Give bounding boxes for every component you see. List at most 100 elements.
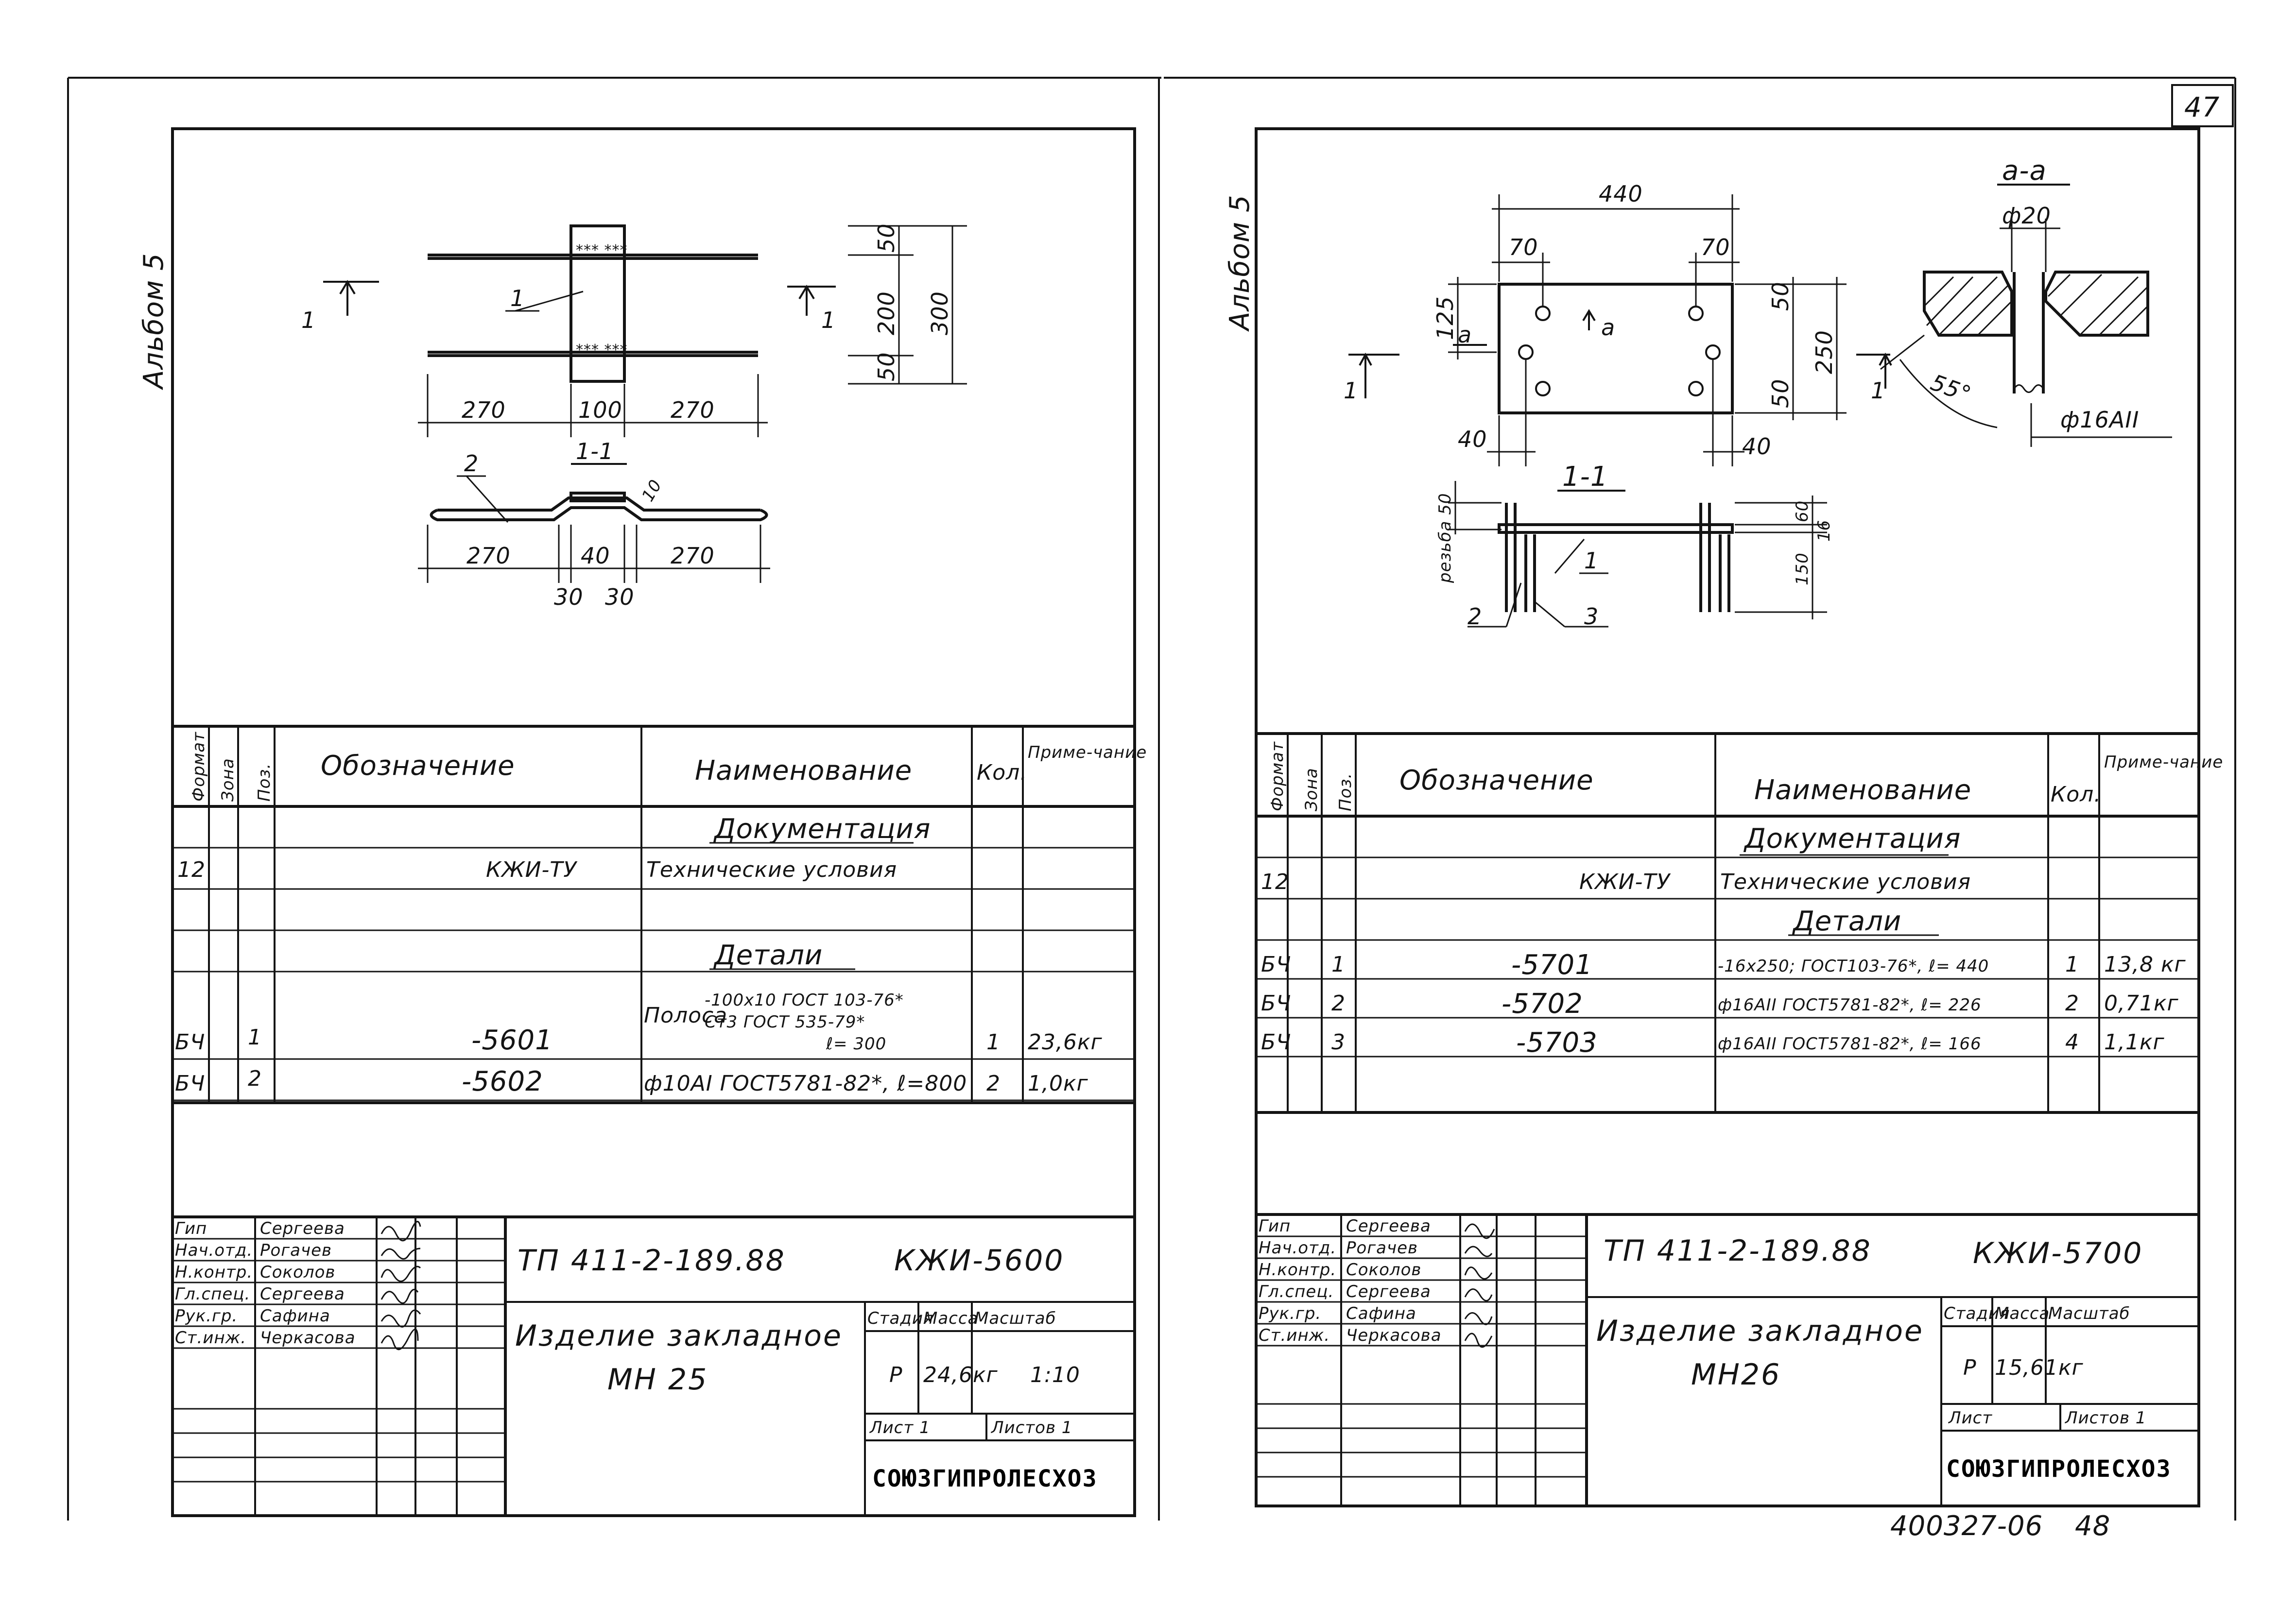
callout-3-r: 3 — [1584, 603, 1599, 630]
hdr-qty: Кол. — [977, 760, 1027, 785]
section-parts: Детали — [713, 940, 823, 971]
role-nach-otd: Нач.отд. — [175, 1241, 253, 1260]
row2-note: 1,0кг — [1028, 1071, 1088, 1096]
dim-phi20: ф20 — [2002, 203, 2051, 229]
section-mark-right: 1 — [821, 307, 836, 333]
section-docs: Документация — [713, 813, 931, 845]
sec-dim-40: 40 — [581, 543, 610, 569]
dim-50-bottom-r: 50 — [1767, 378, 1794, 408]
section-a-left: а — [1458, 322, 1472, 348]
r-stage-value: Р — [1963, 1355, 1977, 1380]
strip-plate — [570, 224, 626, 383]
r-row1-format: БЧ — [1261, 952, 1291, 977]
role-n-kontr: Н.контр. — [175, 1263, 253, 1282]
table-row: БЧ 2 -5702 ф16АII ГОСТ5781-82*, ℓ= 226 2… — [1261, 988, 2178, 1020]
row1-designation: -5601 — [471, 1025, 553, 1056]
name-0: Сергеева — [260, 1219, 345, 1238]
row1-format: БЧ — [175, 1030, 205, 1055]
callout-1: 1 — [510, 285, 525, 311]
r-name-5: Черкасова — [1346, 1326, 1442, 1345]
row1-pos: 1 — [248, 1025, 262, 1050]
r-row3-note: 1,1кг — [2104, 1030, 2165, 1055]
r-scale-label: Масштаб — [2048, 1304, 2130, 1323]
row2-pos: 2 — [248, 1066, 262, 1091]
doc-code: ТП 411-2-189.88 — [518, 1244, 786, 1278]
sheet-label: Лист 1 — [869, 1418, 931, 1437]
right-section-aa: а-а ф20 — [1880, 155, 2172, 447]
r-row3-designation: -5703 — [1516, 1027, 1598, 1059]
r-row3-name: ф16АII ГОСТ5781-82*, ℓ= 166 — [1718, 1034, 1982, 1054]
r-section-parts: Детали — [1792, 906, 1901, 937]
r-title-line2: МН26 — [1691, 1358, 1781, 1392]
svg-text:*** ***: *** *** — [576, 342, 628, 359]
scale-value: 1:10 — [1030, 1363, 1080, 1387]
dim-10: 10 — [638, 476, 666, 505]
table-row: БЧ 3 -5703 ф16АII ГОСТ5781-82*, ℓ= 166 4… — [1261, 1027, 2165, 1059]
dim-70-left: 70 — [1509, 234, 1538, 260]
outer-frame — [67, 77, 2236, 1521]
name-3: Сергеева — [260, 1284, 345, 1304]
r-title-line1: Изделие закладное — [1596, 1314, 1924, 1348]
dim-150: 150 — [1793, 552, 1812, 585]
role-gip: Гип — [175, 1219, 207, 1238]
name-5: Черкасова — [260, 1328, 356, 1348]
name-2: Соколов — [260, 1263, 335, 1282]
scale-label: Масштаб — [974, 1309, 1056, 1328]
row1-note: 23,6кг — [1028, 1030, 1103, 1055]
name-1: Рогачев — [260, 1241, 332, 1260]
sec-dim-30-b: 30 — [605, 584, 635, 610]
dim-60: 60 — [1793, 500, 1812, 522]
right-spec-table: Формат Зона Поз. Обозначение Наименовани… — [1256, 732, 2223, 1114]
r-row1-qty: 1 — [2065, 952, 2079, 977]
r-hdr-designation: Обозначение — [1399, 765, 1594, 796]
title-line1: Изделие закладное — [515, 1319, 843, 1353]
row2-qty: 2 — [986, 1071, 1001, 1096]
row1-name-line2: Ст3 ГОСТ 535-79* — [705, 1012, 865, 1032]
bar-label: ф16АII — [2060, 407, 2139, 433]
dim-50-top: 50 — [873, 223, 899, 253]
dim-50-top-r: 50 — [1767, 281, 1794, 311]
dim-125: 125 — [1432, 296, 1458, 340]
dim-270-right: 270 — [671, 397, 715, 423]
row1-name-line3: ℓ= 300 — [826, 1034, 886, 1054]
dim-40-right: 40 — [1742, 433, 1772, 460]
row2-designation: -5602 — [462, 1066, 543, 1097]
r-role-n-kontr: Н.контр. — [1259, 1260, 1336, 1280]
mass-value: 24,6кг — [923, 1363, 998, 1387]
r-role-st-inzh: Ст.инж. — [1259, 1326, 1330, 1345]
r-hdr-zone: Зона — [1302, 768, 1321, 811]
r-row3-pos: 3 — [1331, 1030, 1346, 1055]
hdr-note: Приме-чание — [1028, 743, 1147, 762]
dim-270-left: 270 — [462, 397, 506, 423]
dim-40-left: 40 — [1458, 426, 1487, 452]
row2-format: БЧ — [175, 1071, 205, 1096]
dim-440: 440 — [1599, 181, 1643, 207]
name-4: Сафина — [260, 1306, 330, 1326]
r-row1-note: 13,8 кг — [2104, 952, 2186, 977]
left-spec-table: Формат Зона Поз. Обозначение Наименовани… — [173, 725, 1147, 1104]
r-mass-label: Масса — [1995, 1304, 2050, 1323]
dim-250: 250 — [1811, 330, 1837, 374]
left-inner-frame — [171, 127, 1136, 1517]
hdr-pos: Поз. — [255, 763, 274, 802]
r-mass-value: 15,61кг — [1995, 1355, 2084, 1380]
r-row3-format: БЧ — [1261, 1030, 1291, 1055]
dim-16: 16 — [1814, 520, 1834, 542]
r-row2-qty: 2 — [2065, 991, 2079, 1016]
dim-50-bottom: 50 — [873, 352, 899, 381]
right-sheet: Альбом 5 440 70 70 125 — [1224, 127, 2223, 1542]
r-name-2: Соколов — [1346, 1260, 1421, 1280]
r-sheet-code: КЖИ-5700 — [1973, 1236, 2143, 1270]
section-1-left: 1 — [1344, 377, 1358, 404]
r-doc-name: Технические условия — [1720, 870, 1971, 894]
r-sheets-label: Листов 1 — [2064, 1408, 2146, 1428]
hdr-designation: Обозначение — [321, 750, 515, 782]
dim-70-right: 70 — [1701, 234, 1730, 260]
row2-name: ф10АI ГОСТ5781-82*, ℓ=800 — [644, 1071, 967, 1096]
doc-format: 12 — [177, 857, 206, 882]
section-mark-left: 1 — [301, 307, 316, 333]
role-gl-spec: Гл.спец. — [175, 1284, 250, 1304]
r-hdr-note: Приме-чание — [2104, 752, 2223, 772]
sec-dim-30-a: 30 — [554, 584, 584, 610]
